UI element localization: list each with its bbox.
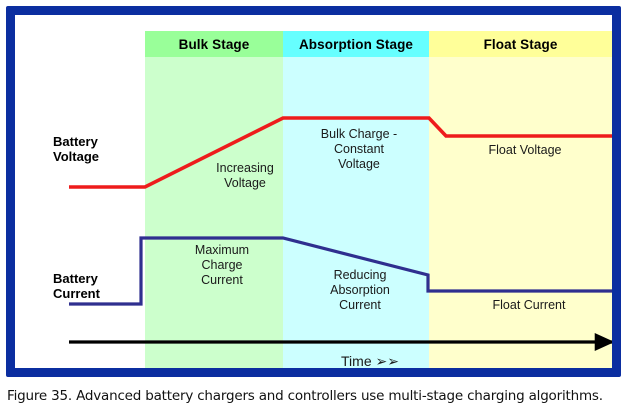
axis-label-battery-current: Battery Current	[53, 271, 100, 301]
annotation-reducing-absorption-current: Reducing Absorption Current	[330, 268, 390, 312]
stage-column-float	[429, 51, 612, 368]
stage-header-float: Float Stage	[429, 31, 612, 57]
annotation-maximum-charge-current: Maximum Charge Current	[194, 243, 250, 287]
annotation-float-voltage: Float Voltage	[488, 143, 562, 157]
annotation-bulk-charge-constant-voltage: Bulk Charge - Constant Voltage	[320, 127, 398, 171]
chart-canvas: Bulk Stage Absorption Stage Float Stage …	[15, 15, 612, 368]
annotation-float-current: Float Current	[492, 298, 566, 312]
figure-blue-frame: Bulk Stage Absorption Stage Float Stage …	[6, 6, 621, 377]
stage-column-absorption	[283, 51, 429, 368]
stage-header-absorption: Absorption Stage	[283, 31, 429, 57]
figure-caption: Figure 35. Advanced battery chargers and…	[7, 388, 603, 404]
axis-label-time: Time ➢➢	[341, 353, 399, 368]
annotation-increasing-voltage: Increasing Voltage	[216, 161, 274, 190]
axis-label-battery-voltage: Battery Voltage	[53, 134, 99, 164]
stage-header-bulk: Bulk Stage	[145, 31, 283, 57]
stage-column-bulk	[145, 51, 283, 368]
